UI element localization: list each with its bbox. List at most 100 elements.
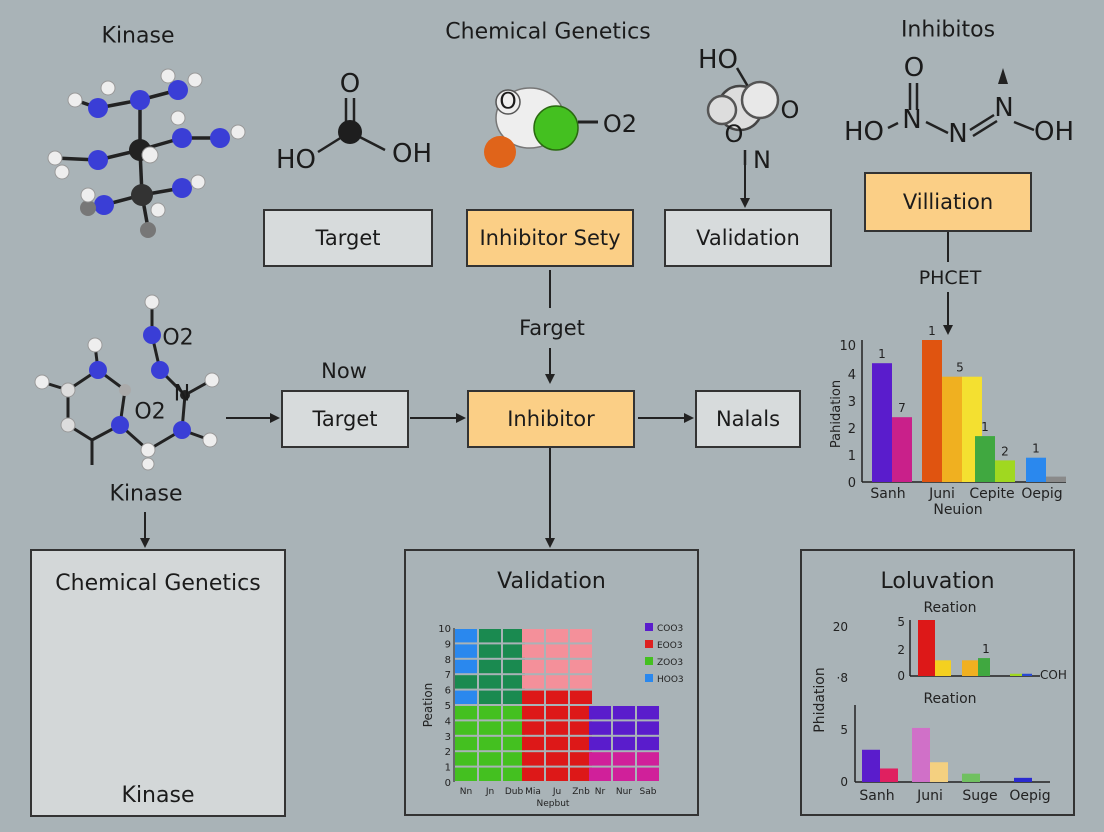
- chart2-cell: [503, 752, 525, 766]
- chemical-genetics-panel-title: Chemical Genetics: [55, 571, 261, 596]
- villiation-box[interactable]: Villiation: [864, 172, 1032, 232]
- chart2-cell: [503, 629, 525, 643]
- chart2-cell: [479, 690, 501, 704]
- chart2-cell: [570, 659, 592, 674]
- chart1-bar: [1046, 476, 1066, 482]
- chart2-cell: [479, 629, 501, 643]
- chart2-category: Nn: [460, 787, 472, 797]
- chart2-cell: [455, 659, 477, 674]
- chart4-bar: [962, 773, 980, 782]
- flow-arrows: [140, 165, 953, 548]
- chart2-ytick: 5: [445, 701, 451, 712]
- heading-inhibitos: Inhibitos: [900, 17, 996, 43]
- mid-ho-label: HO: [697, 45, 739, 75]
- chart1-data-label: 1: [981, 420, 989, 434]
- chart1-category: Juni: [928, 486, 955, 502]
- chart3-bar: [978, 658, 990, 676]
- chart1-ytick: 2: [848, 422, 856, 437]
- chart2-cell: [503, 721, 525, 735]
- validation-panel: Validation: [404, 549, 699, 816]
- chart3-data-label: 1: [982, 642, 990, 656]
- chart2-cell: [613, 721, 635, 735]
- chart3-bar: [962, 660, 978, 676]
- target-box-mid[interactable]: Target: [281, 390, 409, 448]
- chart2-cell: [546, 675, 568, 689]
- chart1-ytick: 10: [839, 339, 856, 354]
- chart1-bar: [995, 460, 1015, 482]
- chart2-cell: [455, 706, 477, 720]
- chart3-ytick: 5: [897, 615, 905, 629]
- chart4-ylabel: Phidation: [812, 667, 828, 733]
- chart2-ytick: 3: [445, 732, 451, 743]
- chart2-cell: [589, 706, 611, 720]
- chart4-bar: [912, 727, 930, 782]
- chart2-cell: [570, 675, 592, 689]
- chart2-cell: [546, 690, 568, 704]
- chart2-cell: [522, 706, 544, 720]
- chart1-data-label: 7: [898, 401, 906, 415]
- chart2-cell: [613, 767, 635, 781]
- chart3-annotation: COH: [1040, 668, 1067, 682]
- inhibitor-box[interactable]: Inhibitor: [467, 390, 635, 448]
- chart1-bar: [1026, 457, 1046, 482]
- chart2-cell: [637, 767, 659, 781]
- chart4-category: Oepig: [1009, 788, 1050, 804]
- chart2-legend-label: ZOO3: [657, 658, 683, 668]
- loluvation-panel: Loluvation: [800, 549, 1075, 816]
- chart1-data-label: 5: [956, 361, 964, 375]
- acid-o-label: O: [339, 69, 361, 99]
- acid-molecule: [317, 98, 386, 154]
- chart2-cell: [546, 752, 568, 766]
- chart2-cell: [479, 644, 501, 658]
- chart1-bar: [922, 340, 942, 482]
- validation-panel-title: Validation: [497, 569, 606, 594]
- chart2-cell: [455, 721, 477, 735]
- chart2-ylabel: Peation: [421, 683, 435, 728]
- chart2-cell: [479, 675, 501, 689]
- chart1-bar: [975, 436, 995, 482]
- chart2-ytick: 10: [438, 624, 451, 635]
- target-box-top[interactable]: Target: [263, 209, 433, 267]
- chart1-bar: [872, 363, 892, 482]
- validation-box-top[interactable]: Validation: [664, 209, 832, 267]
- chart2-ytick: 4: [445, 716, 451, 727]
- chart2-cell: [546, 736, 568, 751]
- now-label: Now: [321, 359, 367, 383]
- chart4-ytick: 20: [833, 620, 848, 634]
- chart2-ytick: 8: [445, 655, 451, 666]
- chart2-cell: [479, 721, 501, 735]
- chart2-cell: [455, 767, 477, 781]
- chart2-legend-label: EOO3: [657, 641, 683, 651]
- chart1-ylabel: Pahidation: [829, 380, 844, 448]
- chain-n1-label: N: [902, 105, 922, 135]
- chart4-bar: [930, 762, 948, 782]
- kinase-atoms-top: [47, 68, 246, 238]
- chart2-category: Nr: [595, 787, 606, 797]
- nalals-box[interactable]: Nalals: [695, 390, 801, 448]
- mid-o-bottom-label: O: [724, 120, 744, 148]
- mid-molecule: [706, 67, 780, 165]
- chart2-cell: [522, 629, 544, 643]
- chart2-cell: [613, 752, 635, 766]
- chart2-cell: [503, 736, 525, 751]
- chart4-bar: [1014, 777, 1032, 782]
- chart2-cell: [522, 644, 544, 658]
- left-n-label: N: [173, 381, 191, 407]
- chart1-data-label: 1: [878, 347, 886, 361]
- chart1-category: Oepig: [1021, 486, 1062, 502]
- chart2-cell: [503, 690, 525, 704]
- chart2-cell: [479, 659, 501, 674]
- chart2-cell: [522, 767, 544, 781]
- inhibitor-sety-box[interactable]: Inhibitor Sety: [466, 209, 634, 267]
- chart1-xlabel: Neuion: [933, 502, 982, 518]
- chemical-genetics-panel-caption: Kinase: [121, 783, 195, 808]
- chart1-ytick: 1: [848, 449, 856, 464]
- chart2-cell: [479, 736, 501, 751]
- chart2-cell: [637, 752, 659, 766]
- chart2-cell: [570, 629, 592, 643]
- chart2-legend-label: HOO3: [657, 675, 684, 685]
- farget-label: Farget: [519, 316, 585, 340]
